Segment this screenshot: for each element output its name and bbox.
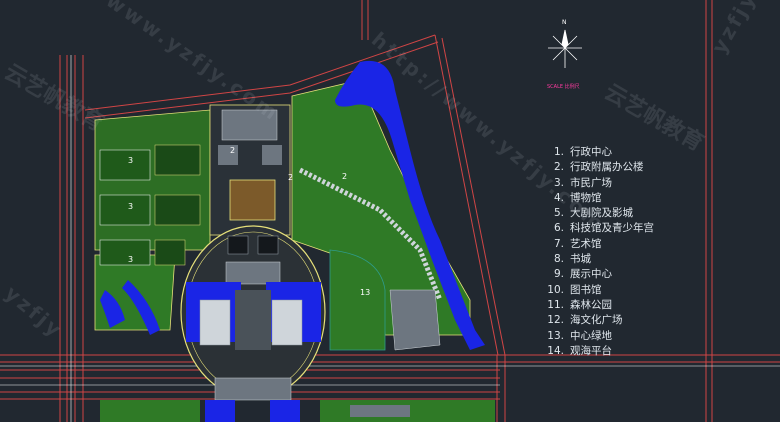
legend-item: 2. 行政附属办公楼 (547, 160, 654, 175)
legend-item: 1. 行政中心 (547, 145, 654, 160)
legend-item: 11. 森林公园 (547, 298, 654, 313)
legend-label: 中心绿地 (570, 329, 612, 342)
legend-number: 5. (553, 207, 564, 220)
legend-number: 14. (547, 344, 564, 357)
legend-number: 1. (553, 146, 564, 158)
legend-number: 2. (553, 161, 564, 174)
legend-list: 1. 行政中心 2. 行政附属办公楼 3. 市民广场 4. 博物馆 5. 大剧院及影城 6… (547, 145, 654, 359)
legend-label: 森林公园 (570, 298, 612, 311)
block-label: 2 (230, 146, 235, 155)
legend-item: 13. 中心绿地 (547, 329, 654, 344)
legend-label: 展示中心 (570, 268, 612, 281)
legend-number: 4. (553, 191, 564, 204)
legend-number: 11. (547, 298, 564, 311)
scale-bar-label: SCALE 比例尺 (547, 84, 580, 90)
legend-item: 8. 书城 (547, 252, 654, 267)
north-arrow-icon: N (548, 19, 582, 68)
legend-number: 3. (553, 176, 564, 189)
legend-label: 书城 (570, 253, 591, 266)
legend-item: 10. 图书馆 (547, 283, 654, 298)
west-blocks (94, 109, 211, 335)
legend-item: 4. 博物馆 (547, 191, 654, 206)
legend-label: 市民广场 (570, 176, 612, 189)
legend-item: 14. 观海平台 (547, 344, 654, 359)
legend-number: 13. (547, 329, 564, 342)
legend-item: 12. 海文化广场 (547, 313, 654, 328)
block-label: 3 (128, 156, 133, 165)
block-labels: 3 3 3 13 2 2 2 (128, 146, 370, 297)
central-axis (180, 104, 326, 422)
legend-label: 图书馆 (570, 283, 602, 296)
legend-label: 观海平台 (570, 344, 612, 357)
legend-number: 9. (553, 268, 564, 281)
legend-number: 6. (553, 222, 564, 235)
south-strip (100, 400, 495, 422)
legend-number: 7. (553, 237, 564, 250)
svg-text:N: N (562, 19, 567, 26)
legend-number: 8. (553, 253, 564, 266)
legend-number: 10. (547, 283, 564, 296)
legend-label: 艺术馆 (570, 237, 602, 250)
block-label: 2 (288, 173, 293, 182)
legend-label: 行政附属办公楼 (570, 161, 644, 174)
legend-item: 5. 大剧院及影城 (547, 206, 654, 221)
block-label: 2 (342, 172, 347, 181)
block-label: 13 (360, 288, 370, 297)
east-park (291, 60, 485, 351)
legend-item: 9. 展示中心 (547, 267, 654, 282)
legend-label: 科技馆及青少年宫 (570, 222, 654, 235)
legend-label: 行政中心 (570, 146, 612, 158)
legend-label: 海文化广场 (570, 314, 623, 327)
legend-label: 大剧院及影城 (570, 207, 633, 220)
legend-item: 3. 市民广场 (547, 176, 654, 191)
block-label: 3 (128, 202, 133, 211)
legend-number: 12. (547, 314, 564, 327)
legend-item: 6. 科技馆及青少年宫 (547, 221, 654, 236)
legend-label: 博物馆 (570, 191, 602, 204)
block-label: 3 (128, 255, 133, 264)
legend-item: 7. 艺术馆 (547, 237, 654, 252)
